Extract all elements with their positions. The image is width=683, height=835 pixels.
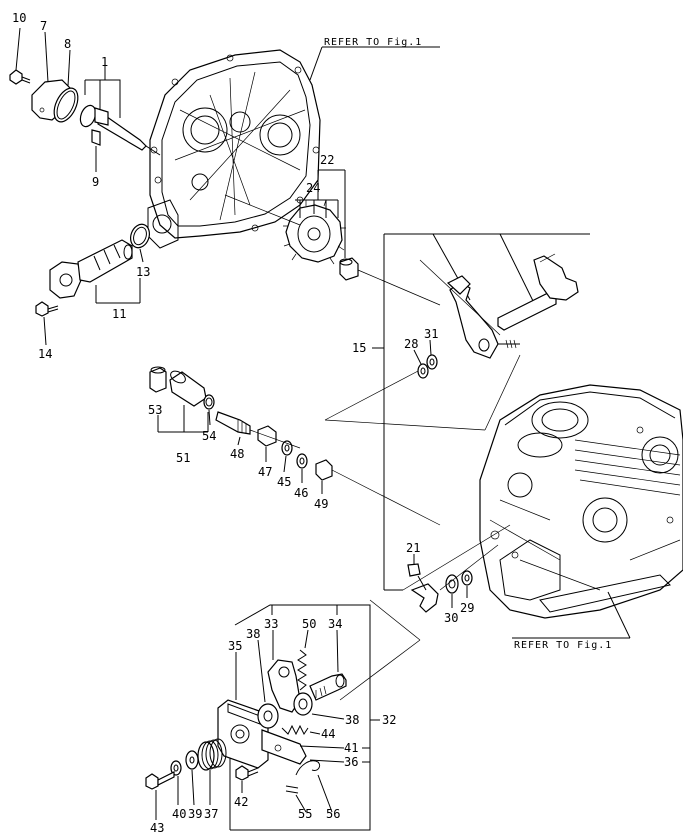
callout-11: 11 [112, 307, 126, 321]
callout-51: 51 [176, 451, 190, 465]
part-39-washer [185, 750, 199, 770]
callout-36: 36 [344, 755, 358, 769]
callout-43: 43 [150, 821, 164, 835]
callout-7: 7 [40, 19, 47, 33]
callout-8: 8 [64, 37, 71, 51]
callout-14: 14 [38, 347, 52, 361]
callout-48: 48 [230, 447, 244, 461]
part-50-spring [297, 649, 307, 691]
callout-55: 55 [298, 807, 312, 821]
callout-37: 37 [204, 807, 218, 821]
callout-24: 24 [306, 181, 320, 195]
callout-22: 22 [320, 153, 334, 167]
part-10-bolt [9, 69, 31, 85]
part-49-nut [315, 459, 333, 481]
part-43-bolt [145, 771, 175, 790]
callout-13: 13 [136, 265, 150, 279]
part-36-wire [295, 760, 321, 776]
part-34-screw [309, 673, 347, 701]
part-1-shaft [79, 104, 161, 156]
callout-44: 44 [321, 727, 335, 741]
callout-50: 50 [302, 617, 316, 631]
callout-42: 42 [234, 795, 248, 809]
part-30-washer [445, 574, 459, 594]
part-13-oring [129, 223, 151, 249]
gear-case-cover [147, 49, 321, 249]
callout-9: 9 [92, 175, 99, 189]
part-9-key [91, 129, 101, 146]
part-48-plunger [215, 411, 251, 435]
part-38-washer [257, 703, 279, 729]
part-44-spring [281, 724, 309, 736]
callout-10: 10 [12, 11, 26, 25]
callout-31: 31 [424, 327, 438, 341]
part-21-lever [407, 563, 439, 613]
callout-32: 32 [382, 713, 396, 727]
part-55-pin [285, 785, 299, 794]
part-54-oring [203, 394, 215, 410]
callout-46: 46 [294, 486, 308, 500]
part-8-oring [53, 87, 79, 123]
callout-38-right: 38 [345, 713, 359, 727]
callout-35: 35 [228, 639, 242, 653]
callout-1: 1 [101, 55, 108, 69]
part-40-washer [170, 760, 182, 776]
part-15-lever-shaft [497, 253, 579, 331]
part-53-collar [149, 366, 167, 393]
part-14-bolt [35, 301, 59, 317]
part-15-governor-lever [446, 275, 520, 359]
refer-fig1-bottom: REFER TO Fig.1 [514, 640, 612, 651]
part-38b-washer [293, 692, 313, 716]
refer-fig1-top: REFER TO Fig.1 [324, 37, 422, 48]
crankcase-block [479, 384, 683, 619]
callout-49: 49 [314, 497, 328, 511]
part-35-plate [217, 699, 307, 769]
callout-53: 53 [148, 403, 162, 417]
callout-54: 54 [202, 429, 216, 443]
callout-38-top: 38 [246, 627, 260, 641]
part-37-spring [197, 738, 227, 771]
part-42-bolt [235, 765, 259, 781]
callout-39: 39 [188, 807, 202, 821]
callout-28: 28 [404, 337, 418, 351]
part-46-washer [296, 453, 308, 469]
callout-45: 45 [277, 475, 291, 489]
callout-56: 56 [326, 807, 340, 821]
callout-33: 33 [264, 617, 278, 631]
callout-40: 40 [172, 807, 186, 821]
part-28-washer [417, 363, 429, 379]
part-24-governor-gear [283, 199, 346, 265]
callout-34: 34 [328, 617, 342, 631]
callout-30: 30 [444, 611, 458, 625]
callout-21: 21 [406, 541, 420, 555]
callout-47: 47 [258, 465, 272, 479]
part-29-washer [461, 570, 473, 586]
callout-15: 15 [352, 341, 366, 355]
callout-41: 41 [344, 741, 358, 755]
part-31-washer [426, 354, 438, 370]
part-11-governor-sleeve [49, 239, 133, 299]
part-51-sleeve [169, 370, 207, 407]
part-22-pin [339, 257, 359, 281]
callout-29: 29 [460, 601, 474, 615]
